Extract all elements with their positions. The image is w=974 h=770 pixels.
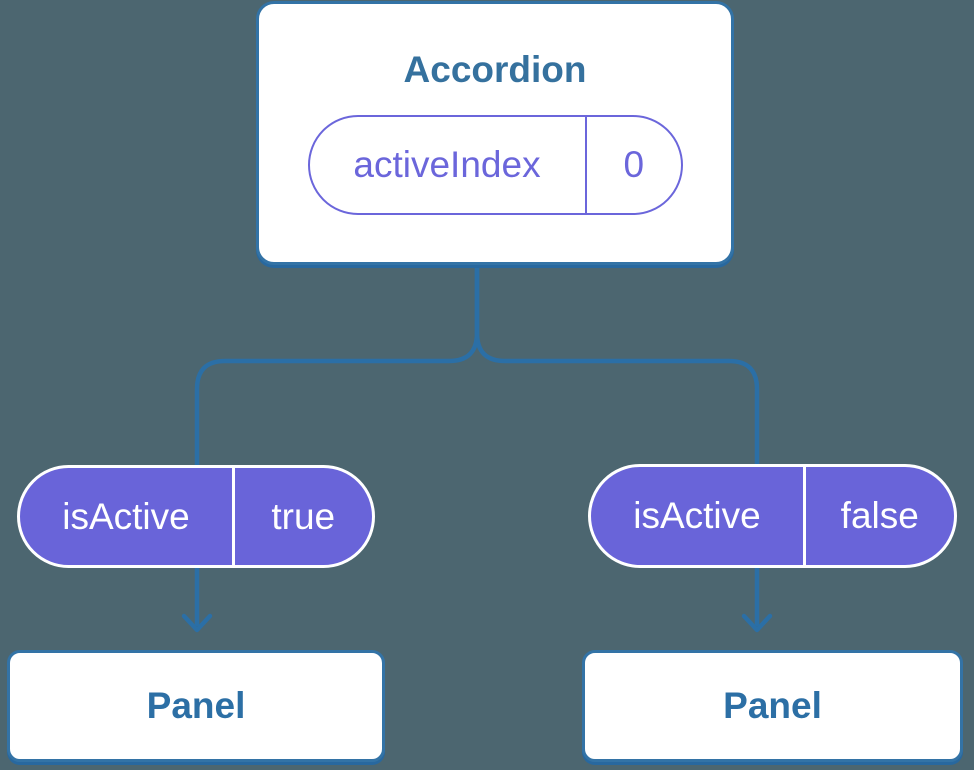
arrow-down-icon xyxy=(181,613,213,633)
prop-name: isActive xyxy=(62,495,190,537)
panel-label: Panel xyxy=(723,685,822,726)
pill-divider xyxy=(803,467,806,565)
prop-pill-left: isActive true xyxy=(17,465,375,568)
prop-value: true xyxy=(271,495,336,537)
pill-divider xyxy=(232,468,235,565)
state-value: 0 xyxy=(623,144,645,185)
pill-divider xyxy=(584,117,587,213)
connector-right xyxy=(474,263,760,627)
arrow-down-icon xyxy=(741,613,773,633)
panel-node-left: Panel xyxy=(7,650,385,762)
prop-value: false xyxy=(840,495,919,536)
connector-left xyxy=(194,263,480,627)
prop-pill-right: isActive false xyxy=(588,464,957,568)
prop-name: isActive xyxy=(633,495,761,536)
accordion-node: Accordion activeIndex 0 xyxy=(256,1,734,265)
panel-node-right: Panel xyxy=(582,650,963,762)
state-name: activeIndex xyxy=(353,144,541,185)
accordion-title: Accordion xyxy=(403,49,587,90)
panel-label: Panel xyxy=(146,685,246,726)
state-pill: activeIndex 0 xyxy=(307,115,683,215)
